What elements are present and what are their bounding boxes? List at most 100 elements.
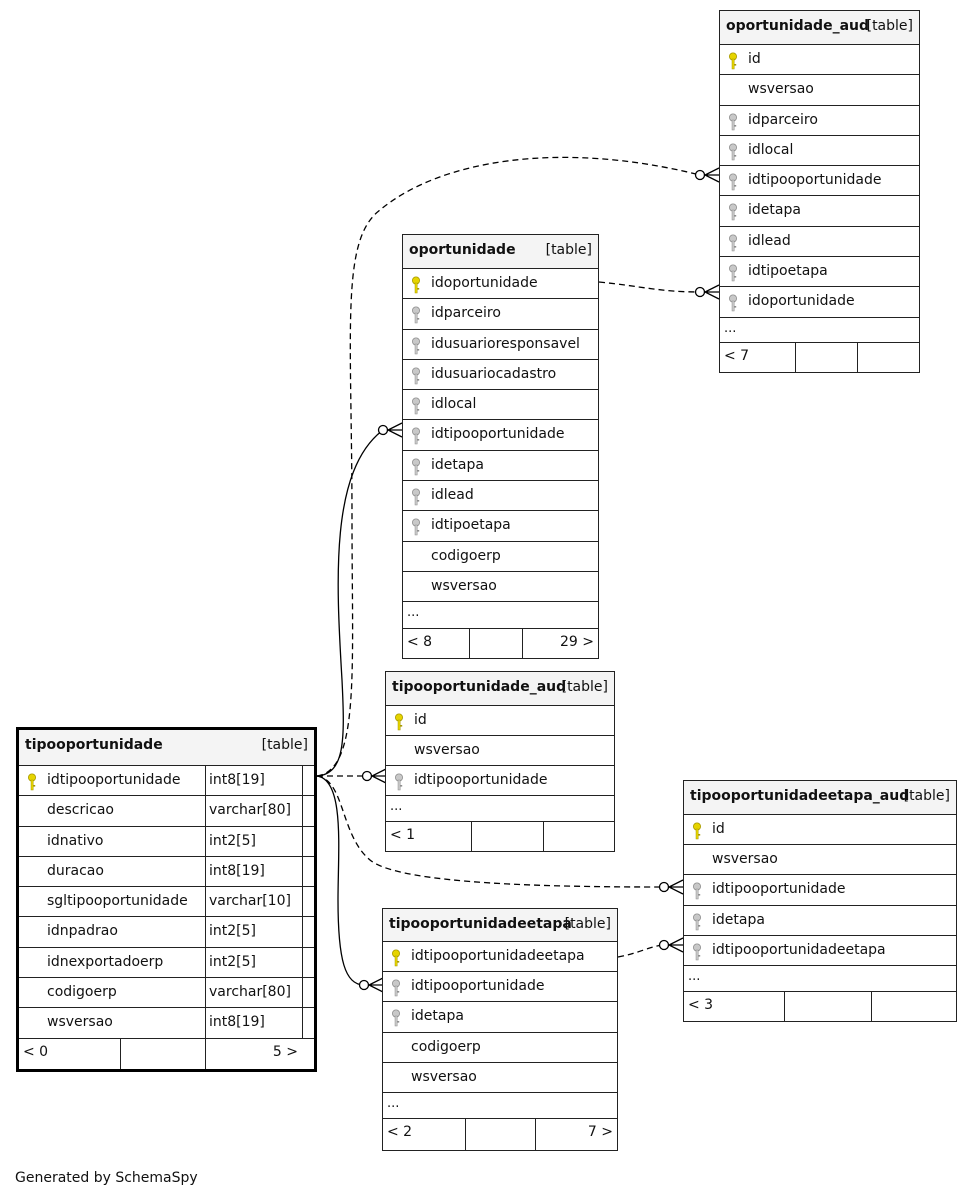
- column-row[interactable]: idtipooportunidadeetapa: [684, 936, 956, 966]
- column-name[interactable]: idtipoetapa: [748, 263, 828, 280]
- column-row[interactable]: wsversao: [684, 845, 956, 876]
- column-row[interactable]: idtipooportunidade: [403, 420, 598, 451]
- column-name[interactable]: idetapa: [712, 911, 765, 928]
- column-name[interactable]: idetapa: [411, 1008, 464, 1025]
- column-row[interactable]: idtipooportunidade: [720, 166, 919, 197]
- column-name[interactable]: id: [414, 712, 427, 728]
- column-name[interactable]: wsversao: [414, 742, 480, 758]
- column-name[interactable]: idetapa: [431, 456, 484, 473]
- column-name[interactable]: wsversao: [47, 1014, 113, 1031]
- table-name[interactable]: tipooportunidadeetapa_aud: [690, 788, 910, 804]
- column-row[interactable]: idparceiro: [720, 106, 919, 136]
- column-name[interactable]: descricao: [47, 802, 114, 819]
- column-row[interactable]: idtipooportunidade: [684, 875, 956, 906]
- more-columns-row[interactable]: ...: [684, 966, 956, 992]
- column-row[interactable]: wsversao: [386, 736, 614, 766]
- column-row[interactable]: wsversao: [403, 572, 598, 603]
- column-row[interactable]: idtipoetapa: [720, 257, 919, 288]
- column-name[interactable]: codigoerp: [411, 1038, 481, 1055]
- column-name[interactable]: idlead: [748, 232, 791, 249]
- column-row[interactable]: wsversao: [383, 1063, 617, 1093]
- column-name[interactable]: idtipooportunidade: [748, 172, 882, 189]
- column-name[interactable]: idnexportadoerp: [47, 953, 164, 970]
- column-name[interactable]: wsversao: [431, 577, 497, 594]
- parent-count[interactable]: < 3: [684, 991, 785, 1021]
- column-name[interactable]: idtipooportunidadeetapa: [712, 941, 886, 958]
- column-row[interactable]: idtipooportunidadeetapa: [383, 942, 617, 973]
- column-name[interactable]: idlocal: [431, 396, 477, 413]
- column-row[interactable]: idusuarioresponsavel: [403, 330, 598, 360]
- table-name[interactable]: tipooportunidadeetapa: [389, 916, 572, 932]
- column-name[interactable]: idtipooportunidadeetapa: [411, 948, 585, 964]
- column-row[interactable]: id: [684, 815, 956, 846]
- child-count[interactable]: 5 >: [272, 1043, 298, 1060]
- column-row[interactable]: idparceiro: [403, 299, 598, 330]
- column-row[interactable]: idlocal: [403, 390, 598, 421]
- column-name[interactable]: idtipooportunidade: [712, 881, 846, 898]
- column-name[interactable]: wsversao: [712, 851, 778, 868]
- column-name[interactable]: idtipooportunidade: [411, 978, 545, 995]
- column-name[interactable]: idtipoetapa: [431, 517, 511, 534]
- column-row[interactable]: idusuariocadastro: [403, 360, 598, 391]
- column-name[interactable]: idtipooportunidade: [414, 772, 548, 788]
- column-row[interactable]: idoportunidade: [403, 269, 598, 300]
- column-row[interactable]: idtipooportunidade: [383, 972, 617, 1003]
- column-row[interactable]: idoportunidade: [720, 287, 919, 318]
- column-name[interactable]: idparceiro: [748, 111, 818, 128]
- column-row[interactable]: id: [720, 45, 919, 76]
- column-name[interactable]: idparceiro: [431, 305, 501, 322]
- table-tipooportunidadeetapa[interactable]: tipooportunidadeetapa[table]idtipooportu…: [382, 908, 618, 1151]
- column-name[interactable]: idetapa: [748, 202, 801, 219]
- more-columns-row[interactable]: ...: [383, 1093, 617, 1119]
- column-name[interactable]: idusuariocadastro: [431, 365, 557, 382]
- column-name[interactable]: idnativo: [47, 832, 104, 849]
- column-row[interactable]: codigoerp: [403, 542, 598, 572]
- child-count[interactable]: 29 >: [560, 634, 594, 651]
- table-name[interactable]: oportunidade: [409, 242, 516, 258]
- column-name[interactable]: wsversao: [748, 81, 814, 98]
- table-name[interactable]: oportunidade_aud: [726, 18, 870, 34]
- column-name[interactable]: codigoerp: [47, 984, 117, 1001]
- more-columns-row[interactable]: ...: [386, 796, 614, 822]
- column-name[interactable]: id: [748, 51, 761, 67]
- column-name[interactable]: idtipooportunidade: [431, 426, 565, 443]
- column-name[interactable]: idoportunidade: [431, 275, 538, 291]
- column-row[interactable]: idlocal: [720, 136, 919, 167]
- child-count[interactable]: 7 >: [587, 1123, 613, 1140]
- column-row[interactable]: idetapa: [720, 196, 919, 227]
- column-row[interactable]: idetapa: [383, 1002, 617, 1033]
- more-columns-row[interactable]: ...: [403, 602, 598, 630]
- table-tipooportunidade[interactable]: tipooportunidade[table]idtipooportunidad…: [16, 727, 317, 1072]
- table-name[interactable]: tipooportunidade: [25, 737, 163, 753]
- column-name[interactable]: idusuarioresponsavel: [431, 335, 580, 352]
- column-name[interactable]: duracao: [47, 862, 104, 879]
- column-row[interactable]: wsversao: [720, 75, 919, 106]
- column-row[interactable]: idetapa: [684, 906, 956, 936]
- parent-count[interactable]: < 7: [720, 342, 796, 372]
- parent-count[interactable]: < 1: [386, 822, 472, 851]
- column-row[interactable]: idtipoetapa: [403, 511, 598, 542]
- column-name[interactable]: idoportunidade: [748, 293, 855, 310]
- column-name[interactable]: idtipooportunidade: [47, 772, 181, 788]
- column-name[interactable]: codigoerp: [431, 547, 501, 564]
- column-name[interactable]: id: [712, 821, 725, 837]
- column-row[interactable]: codigoerp: [383, 1033, 617, 1063]
- column-name[interactable]: idlocal: [748, 141, 794, 158]
- column-row[interactable]: idetapa: [403, 451, 598, 482]
- parent-count[interactable]: < 8: [403, 629, 470, 659]
- column-name[interactable]: sgltipooportunidade: [47, 893, 188, 910]
- parent-count[interactable]: < 2: [383, 1118, 466, 1150]
- column-row[interactable]: idlead: [720, 227, 919, 258]
- column-row[interactable]: idlead: [403, 481, 598, 512]
